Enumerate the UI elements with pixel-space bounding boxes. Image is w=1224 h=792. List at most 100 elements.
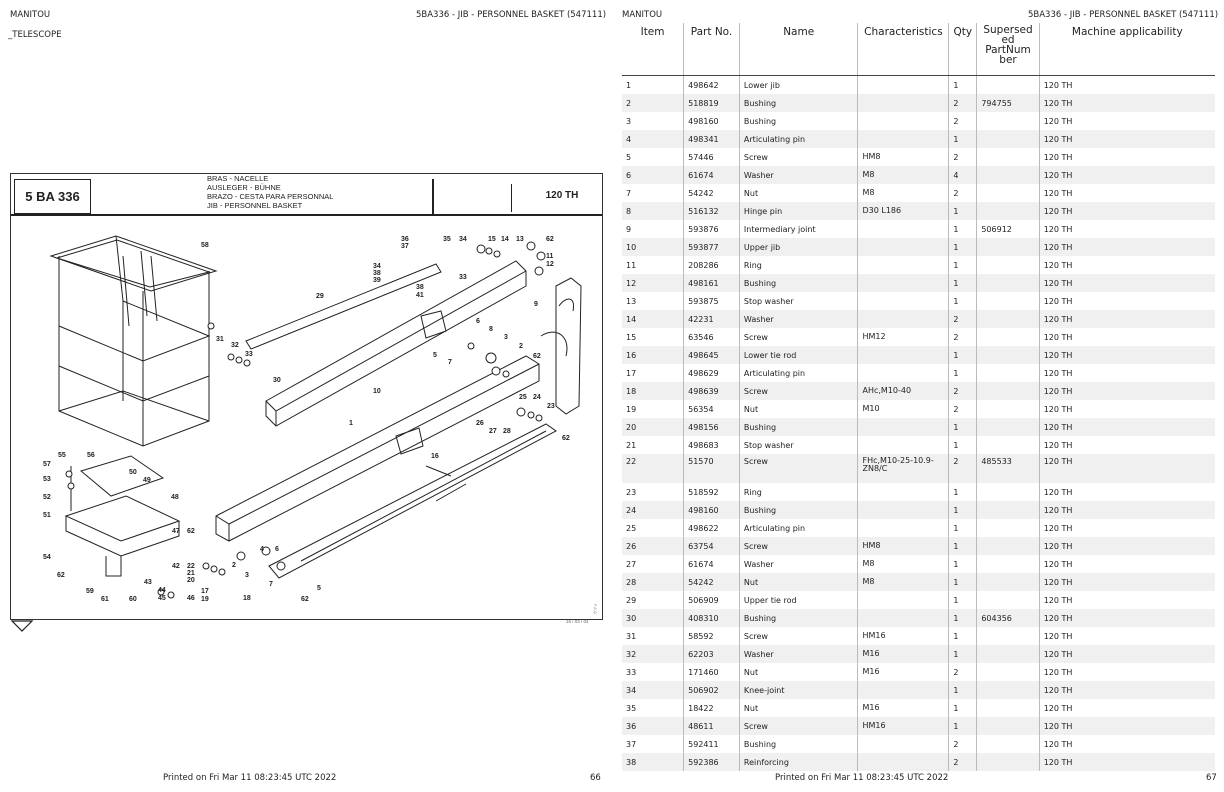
item-cell: 16 [622, 346, 684, 364]
part-number-cell: 63754 [683, 537, 740, 555]
title-divider [511, 184, 512, 212]
callout-label: 25 [519, 394, 527, 401]
qty-cell: 1 [948, 609, 977, 627]
qty-cell: 2 [948, 454, 977, 483]
part-number-cell: 57446 [683, 148, 740, 166]
part-number-cell: 498622 [683, 519, 740, 537]
callout-label: 62 [57, 572, 65, 579]
item-cell: 31 [626, 631, 637, 641]
callout-label: 3 [504, 334, 508, 341]
qty-cell: 2 [948, 735, 977, 753]
superseded-cell [976, 256, 1040, 274]
characteristics-cell [857, 501, 949, 519]
callout-label: 49 [143, 477, 151, 484]
superseded-cell [976, 130, 1040, 148]
callout-label: 5 [433, 352, 437, 359]
qty-cell: 1 [948, 274, 977, 292]
superseded-cell [976, 75, 1040, 94]
qty-cell: 2 [948, 112, 977, 130]
callout-label: 48 [171, 494, 179, 501]
qty-cell: 1 [948, 202, 977, 220]
callout-label: 11 [546, 253, 554, 260]
characteristics-cell [857, 483, 949, 501]
characteristics-cell [857, 310, 949, 328]
characteristics-cell: FHc,M10-25-10.9-ZN8/C [857, 454, 949, 483]
characteristics-cell [857, 591, 949, 609]
column-header: Supersed ed PartNum ber [976, 23, 1040, 76]
item-cell: 29 [626, 595, 637, 605]
applicability-cell: 120 TH [1038, 256, 1215, 274]
callout-label: 22 [187, 563, 195, 570]
item-cell: 22 [622, 454, 684, 483]
qty-cell: 1 [948, 220, 977, 238]
callout-label: 3 [245, 572, 249, 579]
callout-label: 20 [187, 577, 195, 584]
superseded-cell [976, 184, 1040, 202]
applicability-cell: 120 TH [1038, 436, 1215, 454]
item-cell: 6 [622, 166, 684, 184]
callout-label: 4 [260, 546, 264, 553]
name-cell: Nut [738, 663, 858, 681]
name-cell: Screw [738, 382, 858, 400]
characteristics-cell: M8 [857, 184, 949, 202]
applicability-cell: 120 TH [1038, 75, 1215, 94]
applicability-cell: 120 TH [1038, 537, 1215, 555]
part-number-cell: 506909 [683, 591, 740, 609]
qty-cell: 1 [948, 591, 977, 609]
part-number-cell: 593875 [683, 292, 740, 310]
qty-cell: 2 [948, 753, 977, 771]
characteristics-cell [857, 75, 949, 94]
superseded-cell [976, 238, 1040, 256]
applicability-cell: 120 TH [1038, 717, 1215, 735]
item-cell: 35 [626, 703, 637, 713]
characteristics-cell [857, 519, 949, 537]
qty-cell: 1 [948, 681, 977, 699]
callout-label: 43 [144, 579, 152, 586]
applicability-cell: 120 TH [1038, 184, 1215, 202]
applicability-cell: 120 TH [1038, 400, 1215, 418]
brand-label: MANITOU [622, 10, 663, 20]
name-cell: Nut [738, 184, 858, 202]
callout-label: 61 [101, 596, 109, 603]
applicability-cell: 120 TH [1038, 238, 1215, 256]
name-cell: Nut [738, 400, 858, 418]
name-cell: Knee-joint [738, 681, 858, 699]
part-number-cell: 498642 [683, 75, 740, 94]
brand-label: MANITOU [10, 10, 51, 20]
superseded-cell [976, 364, 1040, 382]
superseded-cell [976, 166, 1040, 184]
callout-label: 35 [443, 236, 451, 243]
callout-label: 45 [158, 595, 166, 602]
applicability-cell: 120 TH [1038, 310, 1215, 328]
drawing-date-stamp: 16 / 03 / 04 [566, 619, 589, 624]
name-cell: Screw [738, 537, 858, 555]
superseded-cell: 604356 [976, 609, 1040, 627]
item-cell: 15 [626, 332, 637, 342]
callout-label: 38 [416, 284, 424, 291]
qty-cell: 2 [948, 148, 977, 166]
column-header: Name [738, 23, 858, 76]
arrow-down-icon[interactable] [11, 620, 33, 632]
characteristics-cell: HM12 [857, 328, 949, 346]
callout-label: 62 [533, 353, 541, 360]
characteristics-cell [857, 130, 949, 148]
callout-label: 21 [187, 570, 195, 577]
item-cell: 13 [626, 296, 637, 306]
part-number-cell: 593876 [683, 220, 740, 238]
superseded-cell [976, 753, 1040, 771]
drawing-title-de: AUSLEGER - BÜHNE [207, 183, 281, 192]
applicability-cell: 120 TH [1038, 364, 1215, 382]
superseded-cell [976, 148, 1040, 166]
qty-cell: 1 [948, 573, 977, 591]
callout-label: 29 [316, 293, 324, 300]
item-cell: 28 [622, 573, 684, 591]
